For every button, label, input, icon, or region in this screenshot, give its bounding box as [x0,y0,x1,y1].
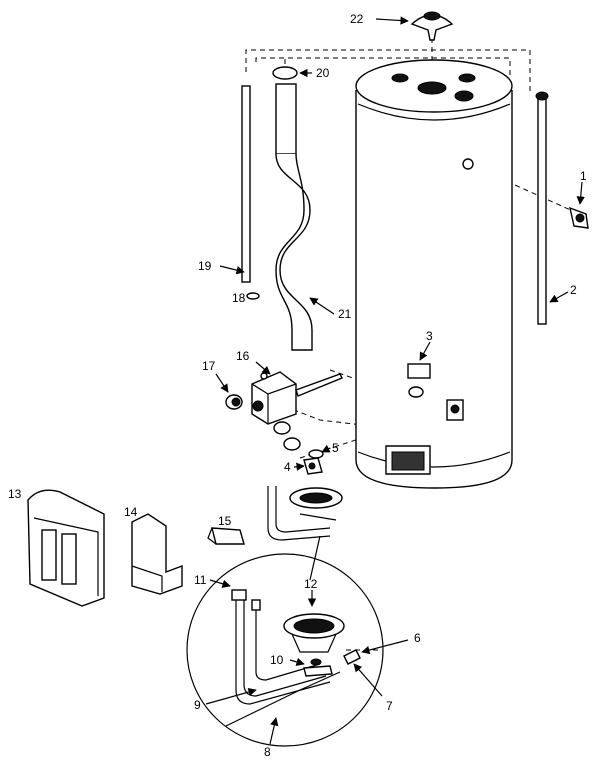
label-21: 21 [338,307,352,321]
part-4-fitting [303,457,323,475]
part-5-washer [308,449,324,459]
label-22: 22 [350,12,364,26]
part-2-rod [537,95,547,325]
label-5: 5 [332,441,339,455]
label-4: 4 [284,460,291,474]
part-20-ring [272,66,298,80]
water-heater-tank [355,59,513,489]
part-22-cap [410,11,454,41]
part-16-gas-control [251,371,343,425]
part-17-knob [225,394,243,410]
label-15: 15 [218,514,232,528]
label-11: 11 [194,573,207,587]
label-14: 14 [124,505,138,519]
leader-lines [205,16,585,745]
label-2: 2 [570,283,577,297]
fitting-washer [273,421,291,435]
part-15-bracket [207,527,245,545]
label-20: 20 [316,66,330,80]
label-16: 16 [236,349,250,363]
label-9: 9 [194,698,201,712]
part-14-inner-door [131,513,183,595]
label-8: 8 [264,745,271,759]
burner-detail-circle [186,553,384,747]
label-1: 1 [580,169,587,183]
burner-assembly-upper [267,486,343,581]
part-13-outer-door [27,489,105,607]
label-10: 10 [270,653,284,667]
part-19-anode-rod [241,85,251,283]
fitting-nut [283,437,301,451]
label-6: 6 [414,631,421,645]
part-18-ring [246,292,260,300]
label-17: 17 [202,359,216,373]
label-3: 3 [426,329,433,343]
label-7: 7 [386,699,393,713]
label-13: 13 [8,487,22,501]
label-18: 18 [232,291,246,305]
label-19: 19 [198,259,212,273]
part-1-valve [569,206,589,229]
label-12: 12 [304,577,318,591]
part-21-baffle [275,83,313,351]
part-labels: 22 20 1 19 2 18 21 3 16 17 5 4 13 14 15 … [8,12,587,759]
